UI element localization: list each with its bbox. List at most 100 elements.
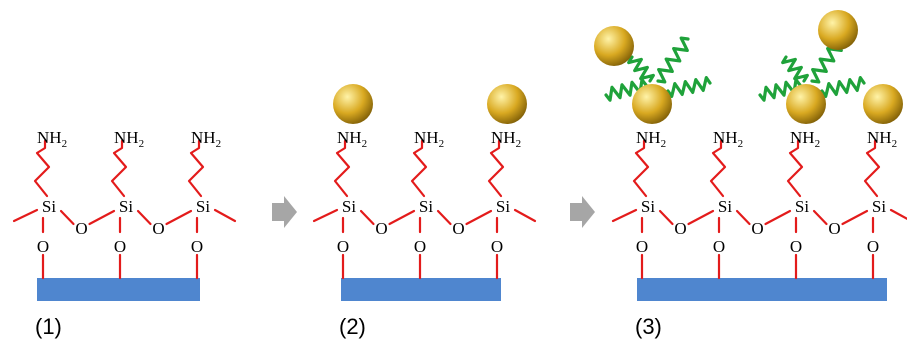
step-label: (1) (35, 314, 62, 339)
oxygen-label: O (491, 237, 503, 256)
gold-nanoparticle-icon (594, 26, 634, 66)
terminal-bond (312, 208, 339, 223)
propyl-chain (410, 139, 428, 198)
amine-subscript: 2 (516, 138, 522, 150)
amine-label: NH2 (414, 128, 444, 150)
silicon-label: Si (496, 197, 510, 216)
bridge-oxygen-label: O (375, 219, 387, 238)
silane-site: O Si NH2 (487, 128, 537, 280)
amine-subscript: 2 (892, 138, 898, 150)
dna-strand-icon (781, 55, 809, 83)
amine-label: NH2 (636, 128, 666, 150)
bridge-oxygen-label: O (452, 219, 464, 238)
terminal-bond (611, 208, 638, 223)
silicon-label: Si (342, 197, 356, 216)
amine-nh: NH (636, 128, 661, 147)
gold-nanoparticle-icon (863, 84, 903, 124)
si-o-bridge-bond (436, 209, 452, 226)
si-o-bridge-bond (88, 209, 116, 226)
si-o-bridge-bond (165, 209, 193, 226)
amine-subscript: 2 (216, 138, 222, 150)
amine-subscript: 2 (362, 138, 368, 150)
terminal-bond (12, 208, 39, 223)
step-label: (3) (635, 314, 662, 339)
gold-nanoparticle-icon (818, 10, 858, 50)
oxygen-label: O (713, 237, 725, 256)
silicon-label: Si (872, 197, 886, 216)
silane-site: O Si NH2 (863, 128, 907, 280)
terminal-bond (513, 208, 537, 223)
si-o-bridge-bond (465, 209, 493, 226)
propyl-chain (187, 139, 205, 198)
amine-label: NH2 (114, 128, 144, 150)
gold-nanoparticle-icon (333, 84, 373, 124)
amine-label: NH2 (37, 128, 67, 150)
oxygen-label: O (191, 237, 203, 256)
terminal-bond (889, 208, 907, 221)
propyl-chain (786, 139, 804, 198)
silane-site: O Si NH2 (187, 128, 237, 280)
amine-label: NH2 (337, 128, 367, 150)
particle-group (487, 84, 527, 124)
si-o-bridge-bond (359, 209, 375, 226)
amine-subscript: 2 (738, 138, 744, 150)
bridge-oxygen-label: O (751, 219, 763, 238)
amine-subscript: 2 (661, 138, 667, 150)
gold-nanoparticle-icon (487, 84, 527, 124)
dna-strand-icon (627, 55, 655, 83)
silicon-label: Si (795, 197, 809, 216)
amine-subscript: 2 (815, 138, 821, 150)
gold-nanoparticle-icon (786, 84, 826, 124)
substrate-slab (637, 278, 887, 301)
gold-nanoparticle-icon (632, 84, 672, 124)
silicon-label: Si (718, 197, 732, 216)
oxygen-label: O (337, 237, 349, 256)
amine-nh: NH (114, 128, 139, 147)
amine-nh: NH (867, 128, 892, 147)
particle-group (594, 26, 672, 124)
amine-label: NH2 (867, 128, 897, 150)
oxygen-label: O (414, 237, 426, 256)
substrate-slab (341, 278, 501, 301)
dna-strand-icon (666, 76, 712, 98)
propyl-chain (632, 139, 650, 198)
amine-nh: NH (790, 128, 815, 147)
bridge-oxygen-label: O (828, 219, 840, 238)
si-o-bridge-bond (388, 209, 416, 226)
dna-strand-icon (820, 76, 866, 98)
propyl-chain (33, 139, 51, 198)
amine-nh: NH (191, 128, 216, 147)
amine-nh: NH (491, 128, 516, 147)
terminal-bond (213, 208, 237, 223)
si-o-bridge-bond (841, 209, 869, 226)
oxygen-label: O (114, 237, 126, 256)
silicon-label: Si (119, 197, 133, 216)
particle-group (333, 84, 373, 124)
dna-strand-icon (656, 36, 690, 84)
oxygen-label: O (37, 237, 49, 256)
amine-nh: NH (414, 128, 439, 147)
step-arrow-icon (272, 196, 297, 228)
particle-group (786, 10, 858, 124)
silicon-label: Si (196, 197, 210, 216)
amine-nh: NH (713, 128, 738, 147)
propyl-chain (333, 139, 351, 198)
amine-label: NH2 (191, 128, 221, 150)
silicon-label: Si (641, 197, 655, 216)
amine-subscript: 2 (139, 138, 145, 150)
amine-subscript: 2 (439, 138, 445, 150)
amine-nh: NH (37, 128, 62, 147)
si-o-bridge-bond (764, 209, 792, 226)
si-o-bridge-bond (136, 209, 152, 226)
oxygen-label: O (867, 237, 879, 256)
amine-nh: NH (337, 128, 362, 147)
silicon-label: Si (42, 197, 56, 216)
